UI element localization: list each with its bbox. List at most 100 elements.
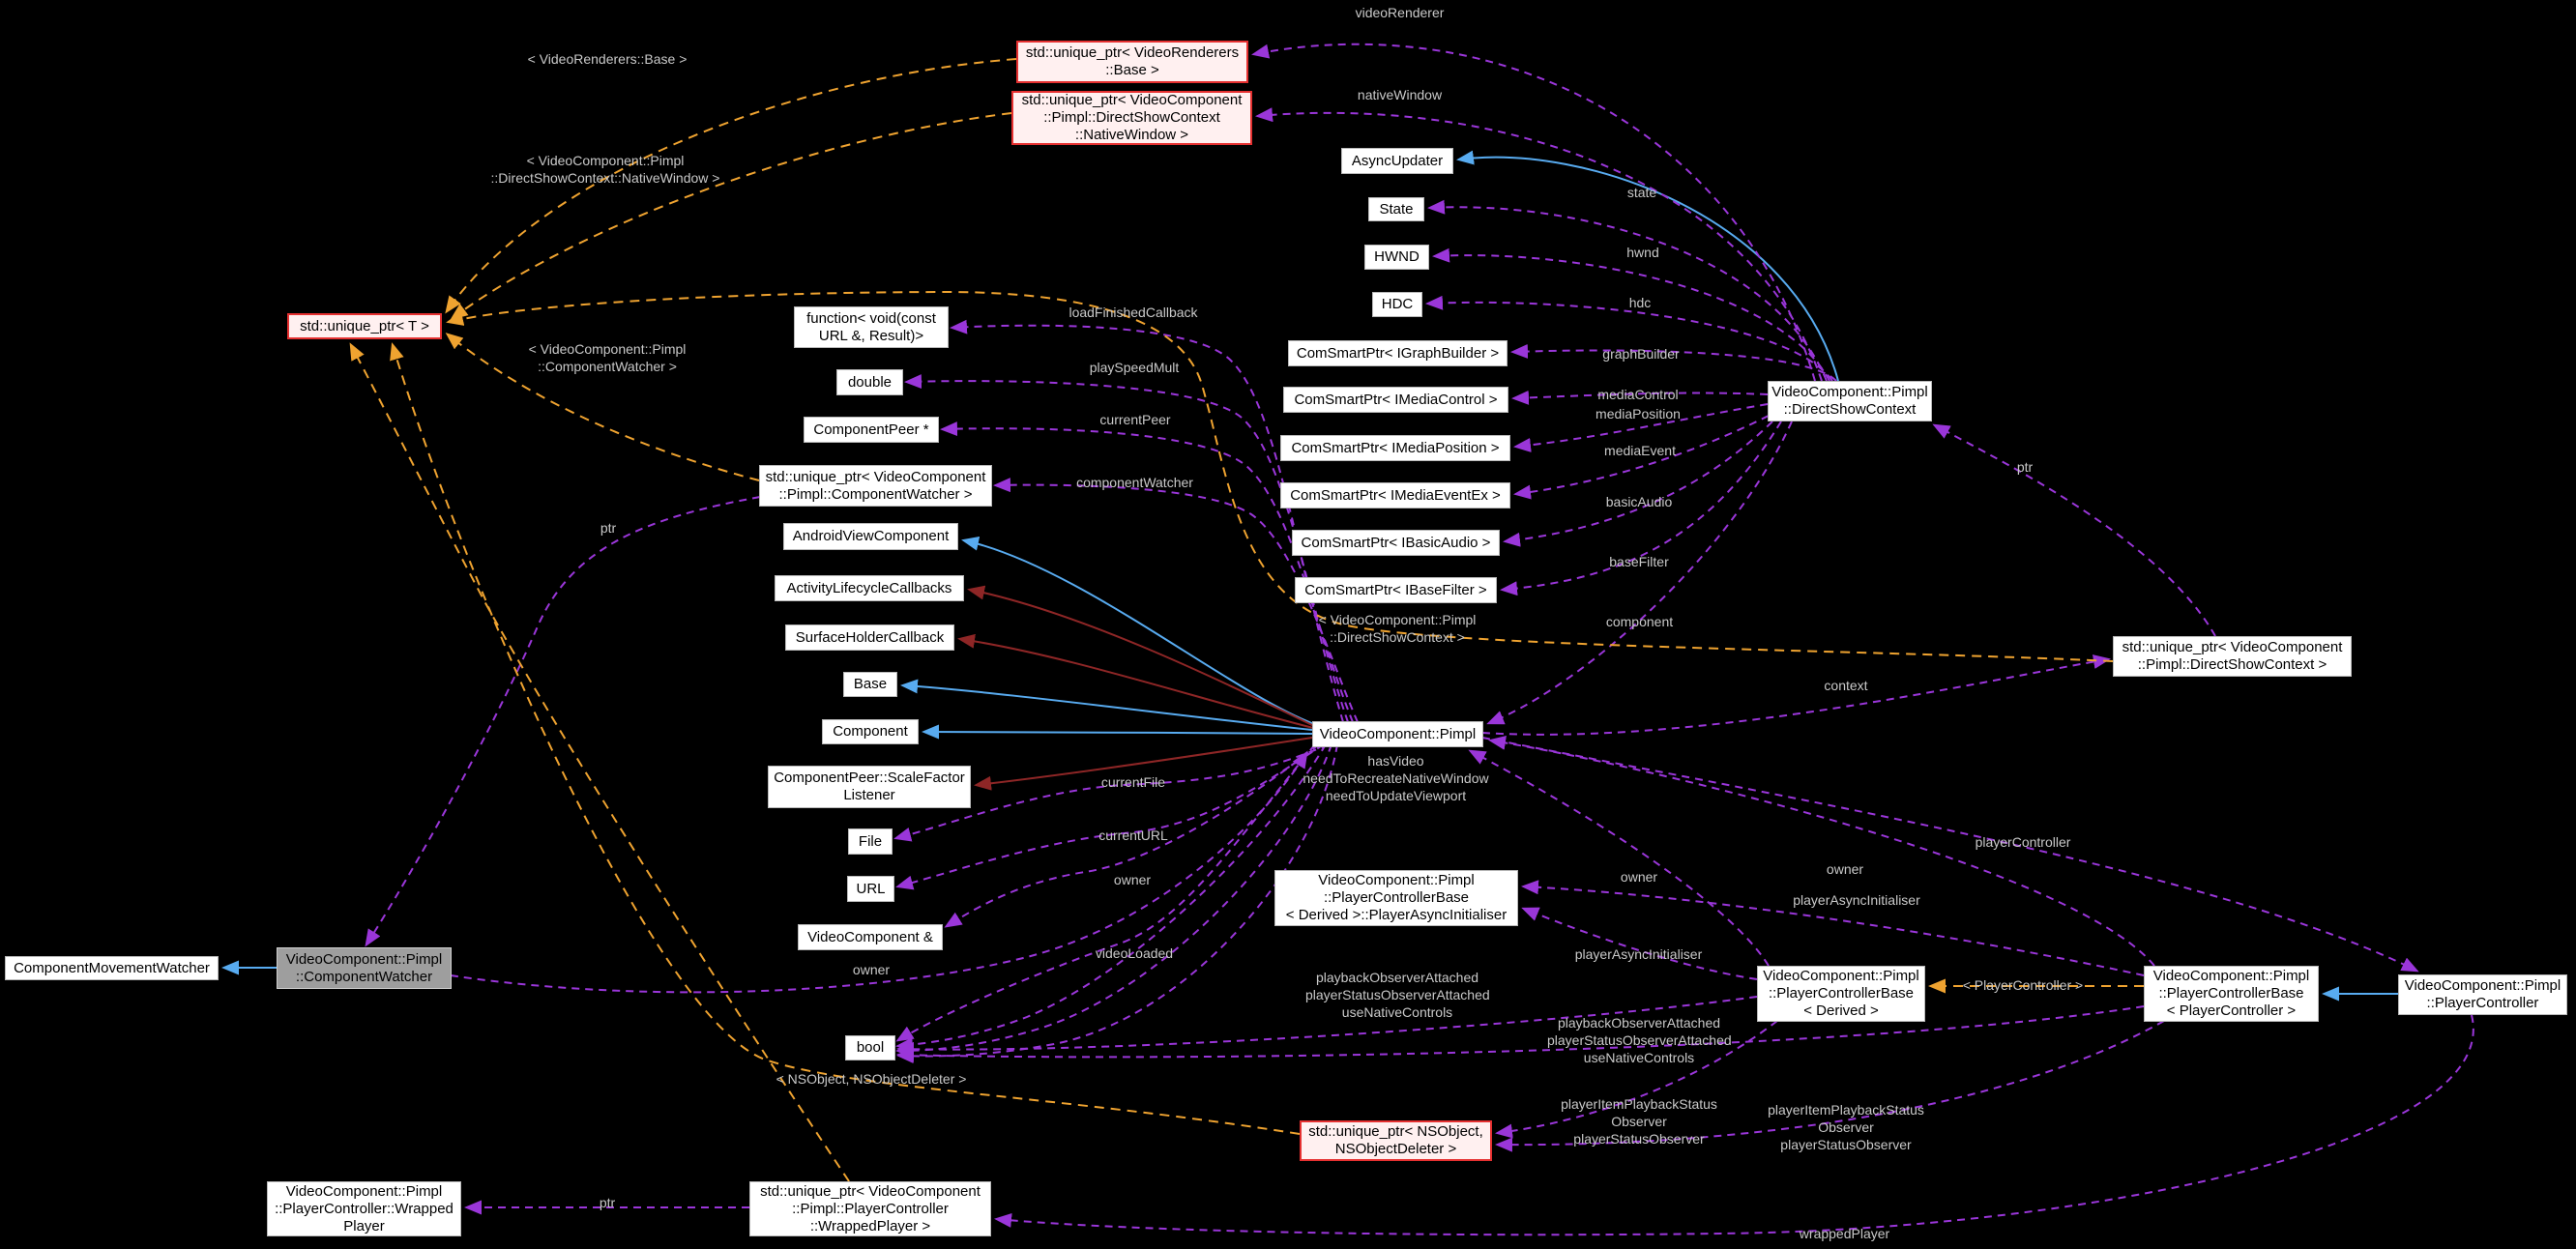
node-label-line: function< void(const bbox=[806, 309, 936, 327]
node-playercontrollerbase-playercontroller[interactable]: VideoComponent::Pimpl::PlayerControllerB… bbox=[2144, 966, 2319, 1022]
edge-uptr-directshowcontext-to-directshowcontext bbox=[1932, 423, 2216, 637]
edge-uptr-directshowcontext-to-uptr-t bbox=[446, 290, 2114, 662]
edge-pimpl-to-base bbox=[900, 679, 1313, 731]
node-label-line: VideoComponent & bbox=[807, 928, 933, 945]
edge-directshowcontext-to-asyncupdater bbox=[1456, 150, 1839, 382]
node-url[interactable]: URL bbox=[847, 876, 894, 902]
edge-label-line: owner bbox=[852, 962, 891, 977]
node-playercontroller[interactable]: VideoComponent::Pimpl::PlayerController bbox=[2398, 974, 2567, 1015]
node-uptr-nsobject[interactable]: std::unique_ptr< NSObject,NSObjectDelete… bbox=[1300, 1120, 1492, 1161]
node-hdc[interactable]: HDC bbox=[1372, 292, 1422, 317]
edge-pimpl-to-androidviewcomponent bbox=[961, 536, 1315, 725]
node-label-line: VideoComponent::Pimpl bbox=[1319, 725, 1477, 742]
node-uptr-wrappedplayer[interactable]: std::unique_ptr< VideoComponent::Pimpl::… bbox=[749, 1181, 991, 1236]
edge-label-baseFilter: baseFilter bbox=[1607, 553, 1671, 570]
node-uptr-videorenderers-base[interactable]: std::unique_ptr< VideoRenderers::Base > bbox=[1016, 41, 1248, 83]
node-androidviewcomponent[interactable]: AndroidViewComponent bbox=[783, 523, 958, 550]
node-asyncupdater[interactable]: AsyncUpdater bbox=[1341, 148, 1453, 174]
node-uptr-directshowcontext[interactable]: std::unique_ptr< VideoComponent::Pimpl::… bbox=[2113, 636, 2352, 677]
edge-label-line: Observer bbox=[1818, 1119, 1874, 1135]
edge-directshowcontext-to-uptr-nativewindow bbox=[1255, 107, 1823, 382]
node-label-line: URL &, Result)> bbox=[818, 327, 924, 344]
node-bool[interactable]: bool bbox=[845, 1035, 895, 1060]
node-directshowcontext[interactable]: VideoComponent::Pimpl::DirectShowContext bbox=[1768, 381, 1932, 421]
node-label-line: std::unique_ptr< VideoComponent bbox=[765, 468, 986, 485]
edge-label-mediaEvent: mediaEvent bbox=[1602, 442, 1678, 459]
edge-label-line: playerAsyncInitialiser bbox=[1574, 946, 1703, 962]
edge-label-line: graphBuilder bbox=[1602, 346, 1680, 362]
edge-label-currentURL: currentURL bbox=[1098, 827, 1169, 844]
node-uptr-t[interactable]: std::unique_ptr< T > bbox=[287, 313, 442, 339]
edge-label-currentFile: currentFile bbox=[1099, 773, 1167, 791]
node-componentwatcher[interactable]: VideoComponent::Pimpl::ComponentWatcher bbox=[277, 947, 452, 989]
node-state[interactable]: State bbox=[1368, 197, 1424, 221]
edge-label-line: ptr bbox=[600, 520, 617, 536]
node-componentmovementwatcher[interactable]: ComponentMovementWatcher bbox=[5, 956, 219, 980]
node-videocomponent-ref[interactable]: VideoComponent & bbox=[798, 924, 943, 950]
node-hwnd[interactable]: HWND bbox=[1364, 245, 1429, 270]
edge-uptr-nativewindow-to-uptr-t bbox=[450, 112, 1012, 320]
edge-label-line: playSpeedMult bbox=[1089, 360, 1180, 375]
node-uptr-componentwatcher[interactable]: std::unique_ptr< VideoComponent::Pimpl::… bbox=[759, 465, 992, 507]
node-comsmartptr-ibasicaudio[interactable]: ComSmartPtr< IBasicAudio > bbox=[1292, 530, 1500, 556]
edge-label-line: ptr bbox=[2016, 459, 2034, 475]
edge-label-line: mediaPosition bbox=[1595, 406, 1681, 421]
edge-label-tmpl-playercontroller: < PlayerController > bbox=[1957, 976, 2089, 994]
edge-label-tmpl-nsobject: < NSObject, NSObjectDeleter > bbox=[770, 1070, 973, 1088]
edge-label-line: useNativeControls bbox=[1583, 1050, 1695, 1065]
edge-label-line: < VideoRenderers::Base > bbox=[527, 51, 688, 67]
edge-playercontrollerbase-playercontroller-to-playerasyncinitialiser bbox=[1521, 880, 2145, 976]
node-label-line: ::Pimpl::DirectShowContext bbox=[1043, 109, 1220, 126]
edge-label-line: ::DirectShowContext::NativeWindow > bbox=[490, 170, 720, 186]
edge-directshowcontext-to-comsmartptr-ibasefilter bbox=[1500, 421, 1782, 596]
node-uptr-nativewindow[interactable]: std::unique_ptr< VideoComponent::Pimpl::… bbox=[1011, 91, 1252, 145]
edge-label-context: context bbox=[1822, 677, 1870, 694]
node-base[interactable]: Base bbox=[843, 672, 897, 697]
edge-directshowcontext-to-state bbox=[1427, 199, 1828, 382]
node-label-line: std::unique_ptr< VideoComponent bbox=[1021, 92, 1243, 108]
node-comsmartptr-ibasefilter[interactable]: ComSmartPtr< IBaseFilter > bbox=[1295, 577, 1497, 603]
node-playercontrollerbase-derived[interactable]: VideoComponent::Pimpl::PlayerControllerB… bbox=[1757, 966, 1925, 1022]
node-playerasyncinitialiser[interactable]: VideoComponent::Pimpl::PlayerControllerB… bbox=[1274, 870, 1518, 926]
edge-pimpl-to-uptr-directshowcontext bbox=[1481, 654, 2111, 736]
edge-label-line: currentFile bbox=[1100, 774, 1166, 790]
node-comsmartptr-igraphbuilder[interactable]: ComSmartPtr< IGraphBuilder > bbox=[1288, 340, 1508, 366]
edge-label-line: needToRecreateNativeWindow bbox=[1303, 770, 1489, 786]
node-label-line: ::PlayerControllerBase bbox=[2158, 985, 2304, 1002]
node-wrappedplayer[interactable]: VideoComponent::Pimpl::PlayerController:… bbox=[267, 1181, 461, 1236]
node-label-line: ComSmartPtr< IGraphBuilder > bbox=[1296, 344, 1500, 362]
node-label-line: ::WrappedPlayer > bbox=[809, 1217, 931, 1234]
node-file[interactable]: File bbox=[848, 828, 893, 855]
node-comsmartptr-imediaposition[interactable]: ComSmartPtr< IMediaPosition > bbox=[1280, 435, 1510, 461]
edge-label-line: < PlayerController > bbox=[1962, 977, 2084, 993]
edge-label-nativeWindow: nativeWindow bbox=[1354, 86, 1446, 103]
edge-directshowcontext-to-hdc bbox=[1425, 295, 1833, 382]
node-label-line: Base bbox=[853, 676, 888, 692]
node-comsmartptr-imediaeventex[interactable]: ComSmartPtr< IMediaEventEx > bbox=[1280, 482, 1510, 508]
edge-label-line: component bbox=[1605, 614, 1674, 629]
edge-label-line: < VideoComponent::Pimpl bbox=[528, 341, 687, 357]
node-label-line: < Derived > bbox=[1803, 1002, 1879, 1019]
node-label-line: SurfaceHolderCallback bbox=[795, 628, 945, 646]
node-label-line: ::NativeWindow > bbox=[1074, 127, 1189, 143]
edge-label-line: context bbox=[1824, 678, 1868, 693]
node-double[interactable]: double bbox=[836, 369, 903, 395]
node-componentpeer-ptr[interactable]: ComponentPeer * bbox=[804, 417, 939, 443]
edge-label-line: owner bbox=[1113, 872, 1152, 887]
node-comsmartptr-imediacontrol[interactable]: ComSmartPtr< IMediaControl > bbox=[1283, 387, 1508, 413]
edge-label-line: owner bbox=[1620, 869, 1658, 885]
node-label-line: HDC bbox=[1381, 296, 1414, 312]
node-pimpl[interactable]: VideoComponent::Pimpl bbox=[1312, 721, 1483, 747]
node-surfaceholdercallback[interactable]: SurfaceHolderCallback bbox=[785, 624, 954, 651]
edge-label-line: useNativeControls bbox=[1341, 1004, 1453, 1020]
edge-label-line: < VideoComponent::Pimpl bbox=[1318, 612, 1477, 627]
node-activitylifecyclecallbacks[interactable]: ActivityLifecycleCallbacks bbox=[775, 575, 964, 601]
node-component[interactable]: Component bbox=[822, 719, 919, 744]
edge-label-line: < VideoComponent::Pimpl bbox=[526, 153, 685, 168]
edge-label-mediaPosition: mediaPosition bbox=[1595, 405, 1682, 422]
